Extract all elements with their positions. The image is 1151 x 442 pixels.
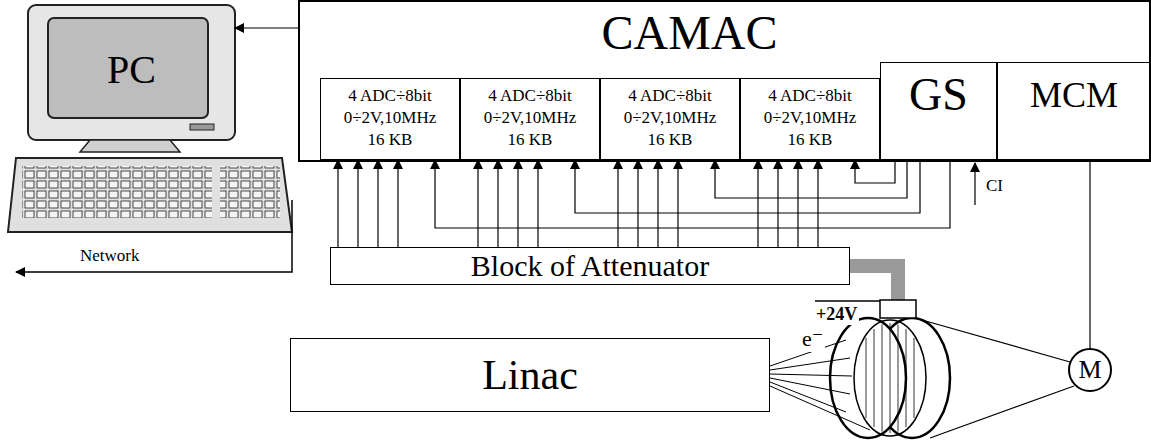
wire [337,160,338,247]
network-label: Network [78,246,141,266]
network-line [16,200,292,272]
signal-connector [758,160,818,247]
linac-box: Linac [290,338,770,412]
wire [575,160,920,213]
mcm-module: MCM [997,62,1151,160]
node-text: 4 ADC÷8bit 0÷2V,10MHz 16 KB [334,85,446,151]
monitor-button [190,124,214,130]
wire [497,160,498,247]
wire [235,27,298,28]
node-text: M [1078,356,1101,383]
keyboard-keys [22,166,212,218]
node-text: Linac [482,353,578,397]
wire [1089,160,1090,348]
beam-line [770,386,870,430]
node-text: 4 ADC÷8bit 0÷2V,10MHz 16 KB [474,85,586,151]
monitor-case [28,5,235,140]
wire [537,160,538,247]
beam-line [770,374,852,376]
wire [677,160,678,247]
signal-connector [478,160,538,247]
wire [617,160,618,247]
drive-line [930,386,1074,438]
node-text: 4 ADC÷8bit 0÷2V,10MHz 16 KB [614,85,726,151]
detector-wire [890,323,891,433]
wire [817,160,818,247]
wire [397,160,398,247]
voltage-label: +24V [814,304,859,325]
signal-connector [1090,160,1091,348]
signal-connector [715,160,907,198]
node-text: 4 ADC÷8bit 0÷2V,10MHz 16 KB [754,85,866,151]
node-text: PC [107,49,156,91]
wire [757,160,758,247]
node-text: GS [909,71,968,119]
signal-connector [338,160,398,247]
beam-fan [770,340,870,430]
signal-connector [435,160,950,228]
wire [777,160,778,247]
drive-line [915,318,1070,362]
node-text: MCM [1030,77,1118,115]
beam-label: e⁻ [800,326,825,352]
ci-line [974,163,975,205]
motor-circle: M [1068,348,1112,392]
keyboard-keys [220,166,280,218]
detector-wire [882,324,883,431]
wire [517,160,518,247]
wire [637,160,638,247]
wire [657,160,658,247]
node-text: CAMAC [601,8,777,58]
detector-wire [914,338,915,418]
detector-wire [874,329,875,427]
adc-module: 4 ADC÷8bit 0÷2V,10MHz 16 KB [320,78,460,160]
detector-wire [898,324,899,431]
monitor-screen [48,18,208,118]
signal-label: CI [984,176,1005,196]
signal-connector [235,28,298,29]
beam-line [770,358,850,370]
wire [357,160,358,247]
signal-connector [855,160,895,183]
signal-connector [575,160,920,213]
computer: PC [28,5,235,140]
wire [855,160,895,183]
detector [815,300,950,438]
keyboard [8,158,292,232]
signal-connector [618,160,678,247]
detector-wire [906,329,907,427]
wire [797,160,798,247]
gs-module: GS [880,62,997,160]
attenuator-box: Block of Attenuator [330,247,850,285]
beam-line [770,382,846,412]
wire [377,160,378,247]
adc-module: 4 ADC÷8bit 0÷2V,10MHz 16 KB [740,78,880,160]
adc-module: 4 ADC÷8bit 0÷2V,10MHz 16 KB [460,78,600,160]
adc-module: 4 ADC÷8bit 0÷2V,10MHz 16 KB [600,78,740,160]
node-text: Block of Attenuator [471,250,709,282]
wire [477,160,478,247]
cable-band [850,266,898,300]
wire [435,160,950,228]
detector-wire [866,338,867,418]
wire [715,160,907,198]
crate-box: CAMAC 4 ADC÷8bit 0÷2V,10MHz 16 KB 4 ADC÷8b… [298,0,1151,162]
monitor-stand [80,140,180,152]
